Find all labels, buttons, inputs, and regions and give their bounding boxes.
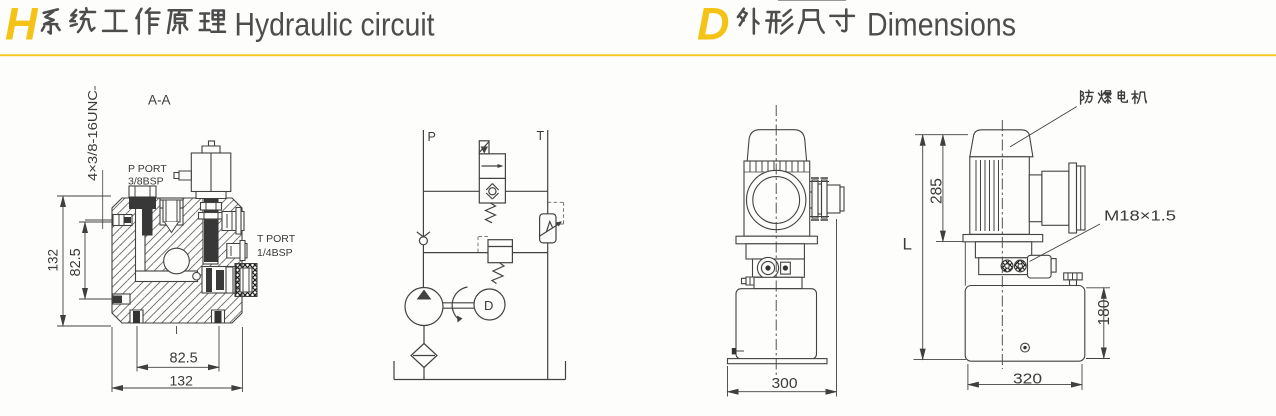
svg-text:1/4BSP: 1/4BSP [257,247,293,259]
svg-text:P PORT: P PORT [128,163,167,175]
svg-text:4×3/8-16UNC: 4×3/8-16UNC [85,90,100,181]
svg-text:3/8BSP: 3/8BSP [128,176,164,188]
svg-text:Dimensions: Dimensions [867,7,1016,43]
svg-text:D: D [484,298,493,313]
svg-text:L: L [903,235,912,254]
svg-text:Hydraulic circuit: Hydraulic circuit [235,7,435,43]
svg-text:285: 285 [929,178,946,204]
svg-text:T: T [537,129,545,143]
svg-text:300: 300 [772,375,798,392]
svg-text:A-A: A-A [148,93,171,108]
svg-text:H: H [5,0,39,50]
svg-text:M18×1.5: M18×1.5 [1104,208,1176,225]
svg-text:180: 180 [1096,299,1113,325]
svg-text:T PORT: T PORT [257,233,296,245]
svg-text:82.5: 82.5 [170,351,198,367]
svg-text:P: P [428,130,436,144]
svg-text:132: 132 [170,373,194,389]
svg-text:82.5: 82.5 [68,248,84,276]
svg-text:D: D [697,0,730,50]
svg-text:132: 132 [46,249,61,272]
svg-text:320: 320 [1013,371,1042,388]
